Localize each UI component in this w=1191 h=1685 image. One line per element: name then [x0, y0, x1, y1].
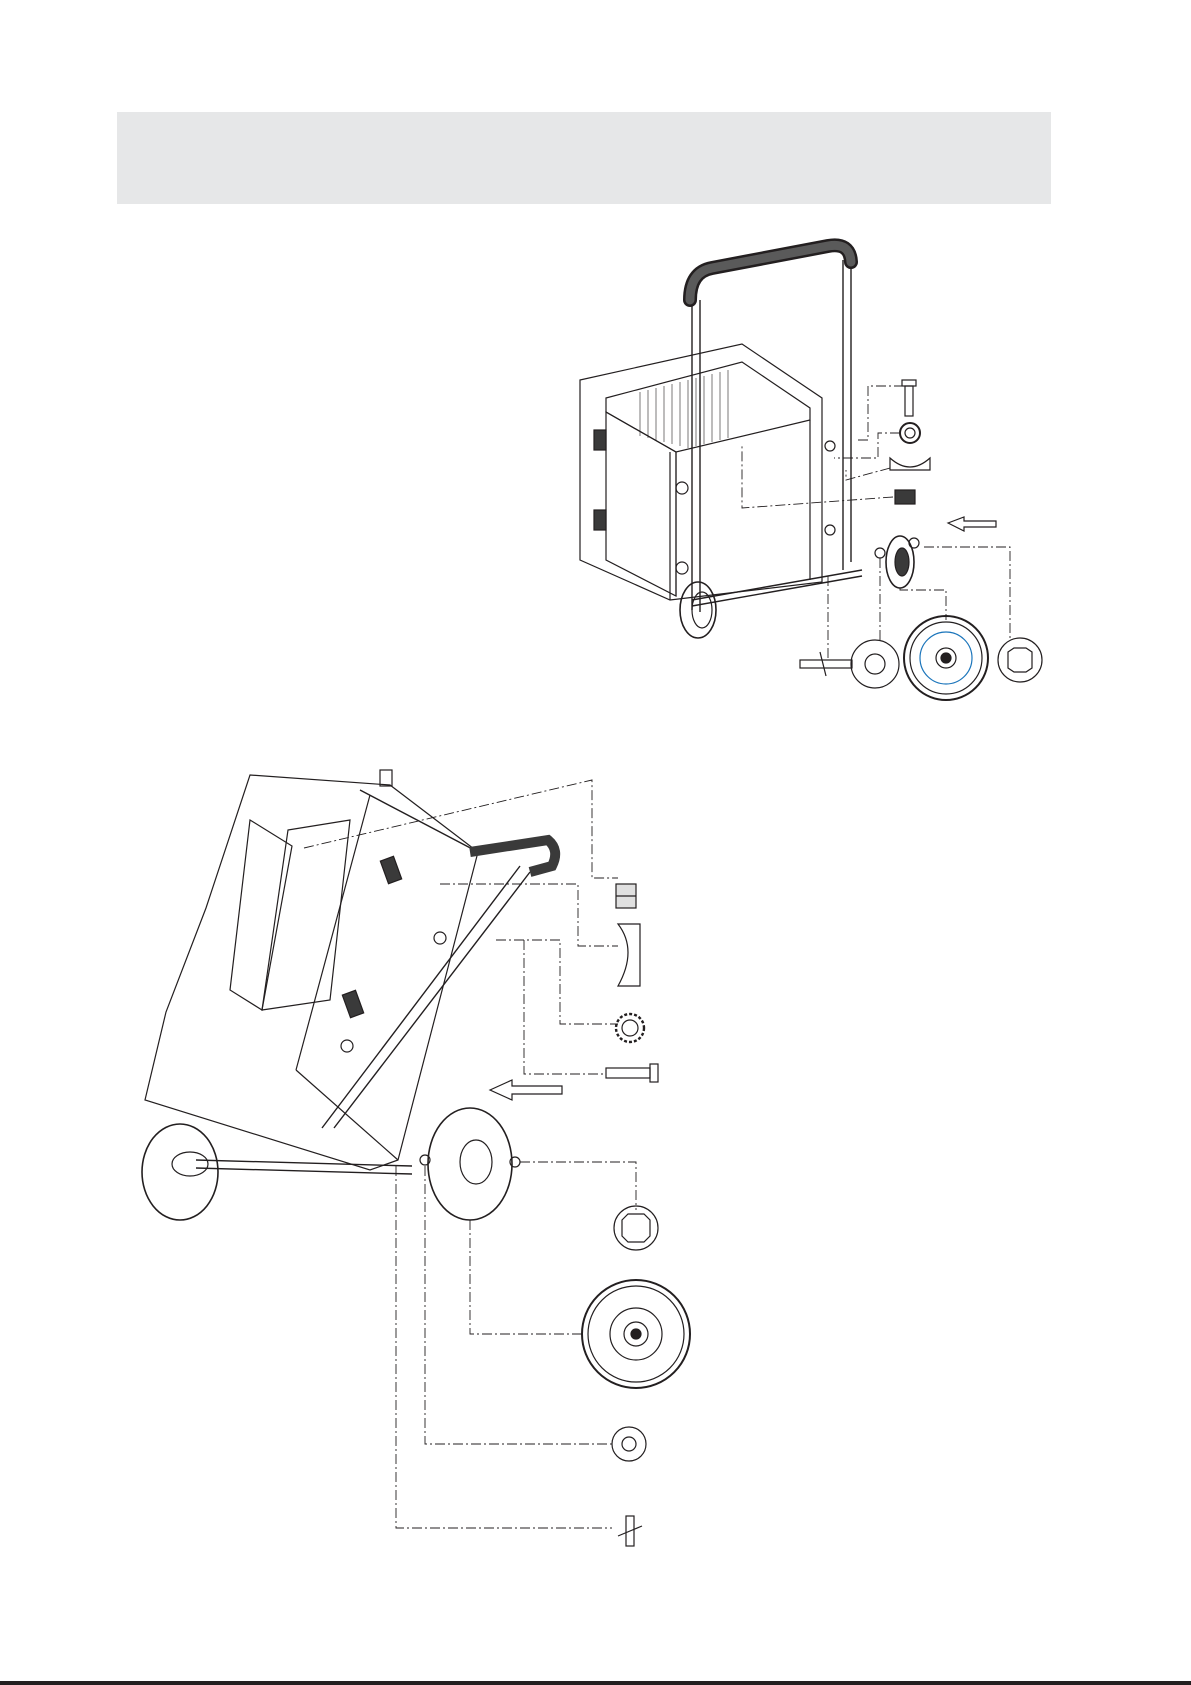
curved-bracket-tilted-icon	[618, 924, 640, 986]
left-wheel-tilted	[142, 1124, 218, 1220]
footer-rule	[0, 1681, 1191, 1685]
hub-cap-tilted-icon	[614, 1206, 658, 1250]
hopper-body-tilted	[145, 770, 478, 1170]
nut-tilted-icon	[616, 884, 636, 908]
spacer-ring-tilted-icon	[616, 1014, 644, 1042]
wheel-tilted-icon	[582, 1280, 690, 1388]
leader-lines-tilted	[304, 780, 636, 1528]
right-wheel-tilted	[428, 1108, 512, 1220]
handle-bar-tilted	[322, 840, 555, 1128]
bolt-tilted-icon	[606, 1064, 658, 1082]
cotter-pin-tilted-icon	[618, 1516, 642, 1546]
washer-tilted-icon	[612, 1427, 646, 1461]
direction-arrow-tilted-icon	[490, 1080, 562, 1100]
